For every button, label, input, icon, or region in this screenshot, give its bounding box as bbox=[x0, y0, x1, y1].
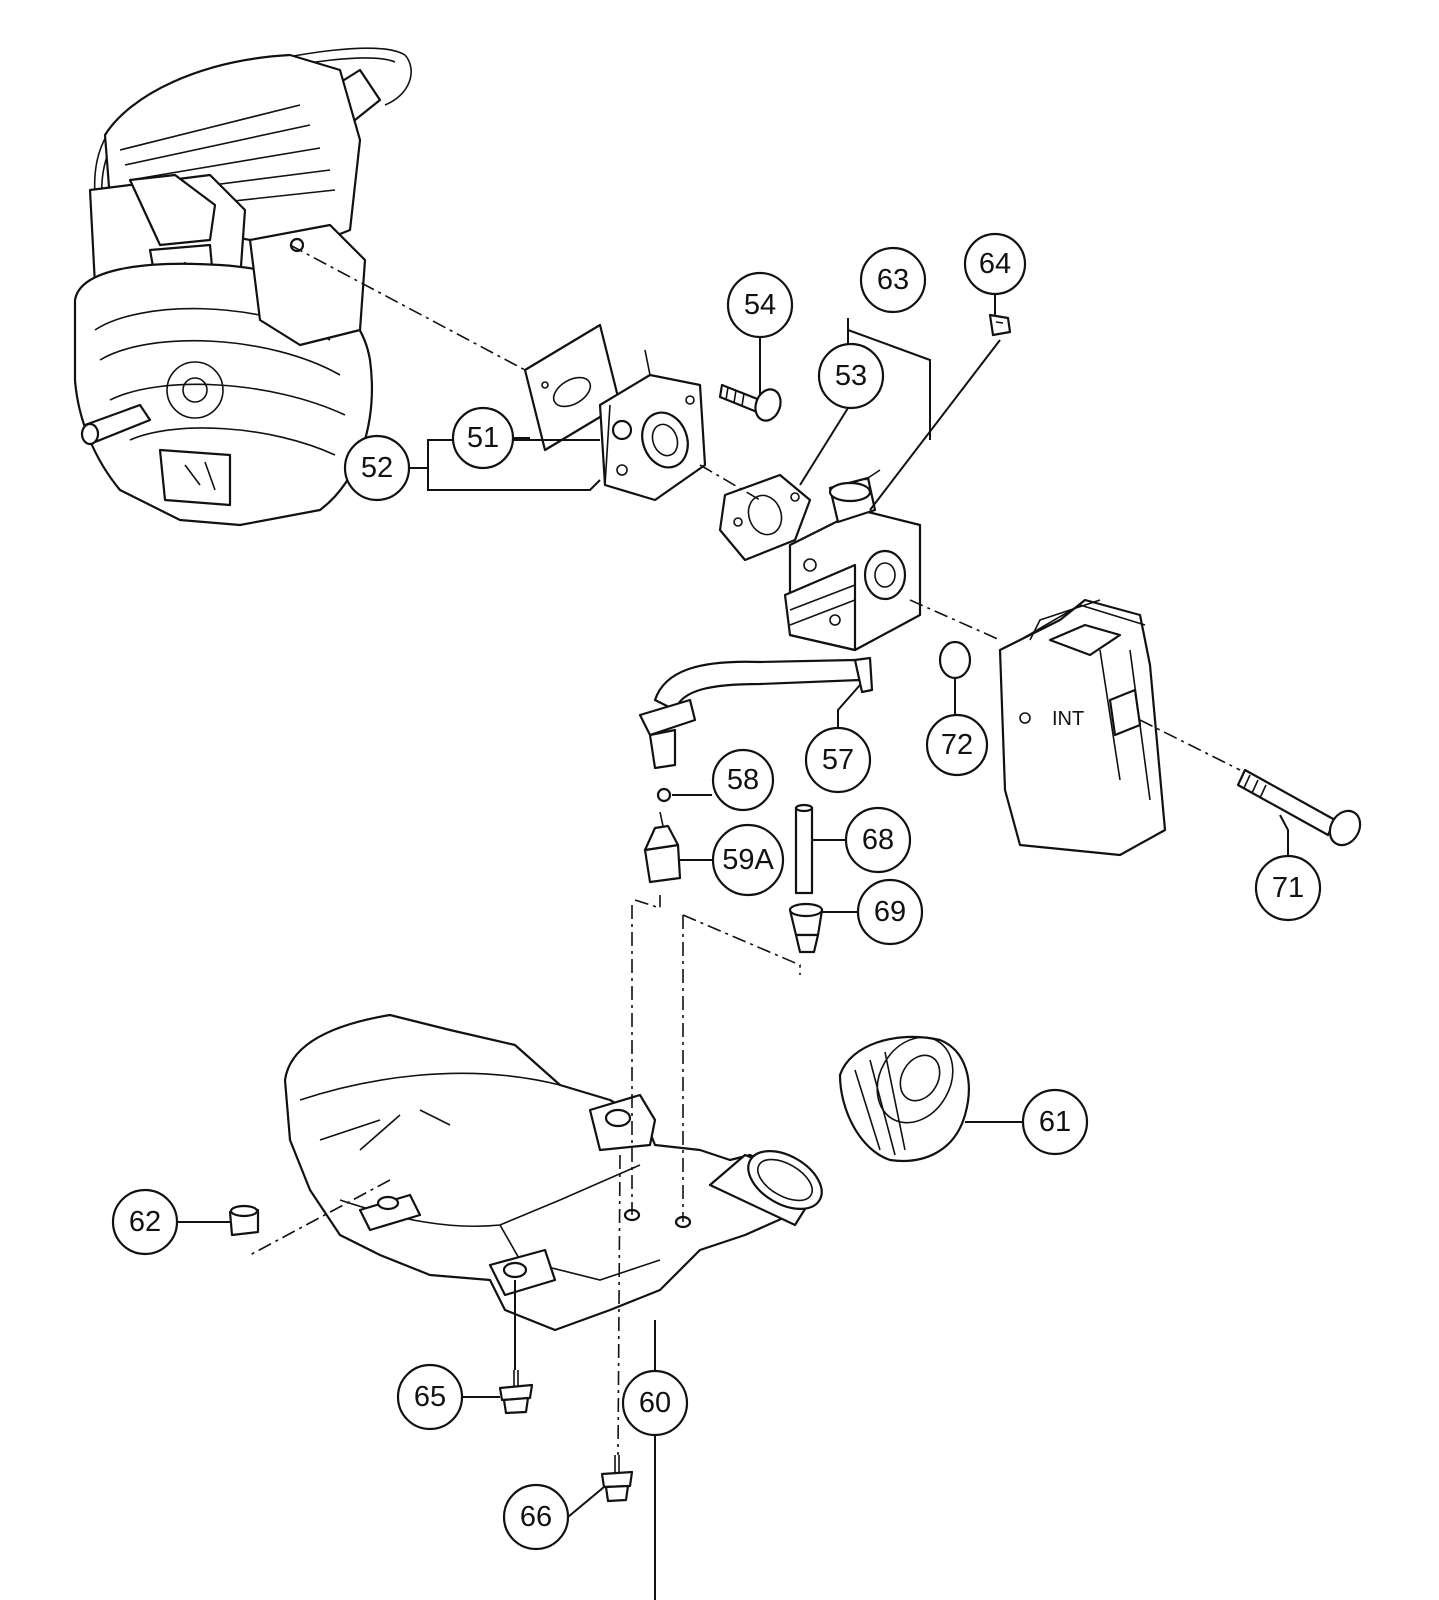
grommet-69 bbox=[788, 902, 824, 954]
svg-text:58: 58 bbox=[727, 764, 759, 796]
bolt-66 bbox=[600, 1455, 634, 1503]
gasket-53 bbox=[718, 473, 812, 562]
callout-60: 60 bbox=[621, 1369, 689, 1437]
callout-57: 57 bbox=[804, 726, 872, 794]
svg-text:68: 68 bbox=[862, 824, 894, 856]
svg-text:61: 61 bbox=[1039, 1106, 1071, 1138]
svg-text:63: 63 bbox=[877, 264, 909, 296]
damper-62 bbox=[228, 1204, 260, 1237]
clip-64 bbox=[988, 313, 1012, 337]
bolt-54 bbox=[718, 383, 782, 422]
callout-53: 53 bbox=[817, 342, 885, 410]
grommet-58 bbox=[656, 787, 672, 803]
insulator-52 bbox=[598, 349, 707, 502]
air-cleaner-marking: INT bbox=[1052, 708, 1084, 730]
callout-58: 58 bbox=[711, 748, 775, 812]
bolt-71 bbox=[1236, 768, 1362, 847]
callout-59a: 59A bbox=[711, 823, 785, 897]
svg-text:65: 65 bbox=[414, 1381, 446, 1413]
svg-text:71: 71 bbox=[1272, 872, 1304, 904]
callout-65: 65 bbox=[396, 1363, 464, 1431]
svg-text:52: 52 bbox=[361, 452, 393, 484]
fuel-tank-60 bbox=[283, 1013, 823, 1332]
callout-69: 69 bbox=[856, 878, 924, 946]
callout-61: 61 bbox=[1021, 1088, 1089, 1156]
callout-63: 63 bbox=[859, 246, 927, 314]
callout-54: 54 bbox=[726, 271, 794, 339]
svg-text:57: 57 bbox=[822, 744, 854, 776]
callout-52: 52 bbox=[343, 434, 411, 502]
air-cleaner-case: INT bbox=[998, 598, 1167, 857]
tank-cap-61 bbox=[838, 1035, 970, 1162]
callout-72: 72 bbox=[925, 713, 989, 777]
o-ring-72 bbox=[938, 640, 972, 680]
carburetor-63 bbox=[783, 469, 922, 652]
svg-text:69: 69 bbox=[874, 896, 906, 928]
svg-text:66: 66 bbox=[520, 1501, 552, 1533]
callout-62: 62 bbox=[111, 1188, 179, 1256]
svg-text:72: 72 bbox=[941, 729, 973, 761]
svg-text:54: 54 bbox=[744, 289, 776, 321]
callout-71: 71 bbox=[1254, 854, 1322, 922]
svg-text:64: 64 bbox=[979, 248, 1011, 280]
svg-text:53: 53 bbox=[835, 360, 867, 392]
svg-text:60: 60 bbox=[639, 1387, 671, 1419]
callout-51: 51 bbox=[451, 406, 515, 470]
alignment-lines bbox=[249, 244, 1241, 1456]
callout-64: 64 bbox=[963, 232, 1027, 296]
breather-pipe-68 bbox=[794, 803, 814, 895]
callout-66: 66 bbox=[502, 1483, 570, 1551]
fuel-pipe-57 bbox=[638, 656, 874, 770]
svg-text:59A: 59A bbox=[722, 844, 774, 876]
callout-68: 68 bbox=[844, 806, 912, 874]
fuel-filter-59a bbox=[643, 811, 682, 884]
engine-assembly bbox=[73, 47, 412, 527]
svg-text:51: 51 bbox=[467, 422, 499, 454]
bolt-65 bbox=[498, 1370, 534, 1415]
svg-text:62: 62 bbox=[129, 1206, 161, 1238]
